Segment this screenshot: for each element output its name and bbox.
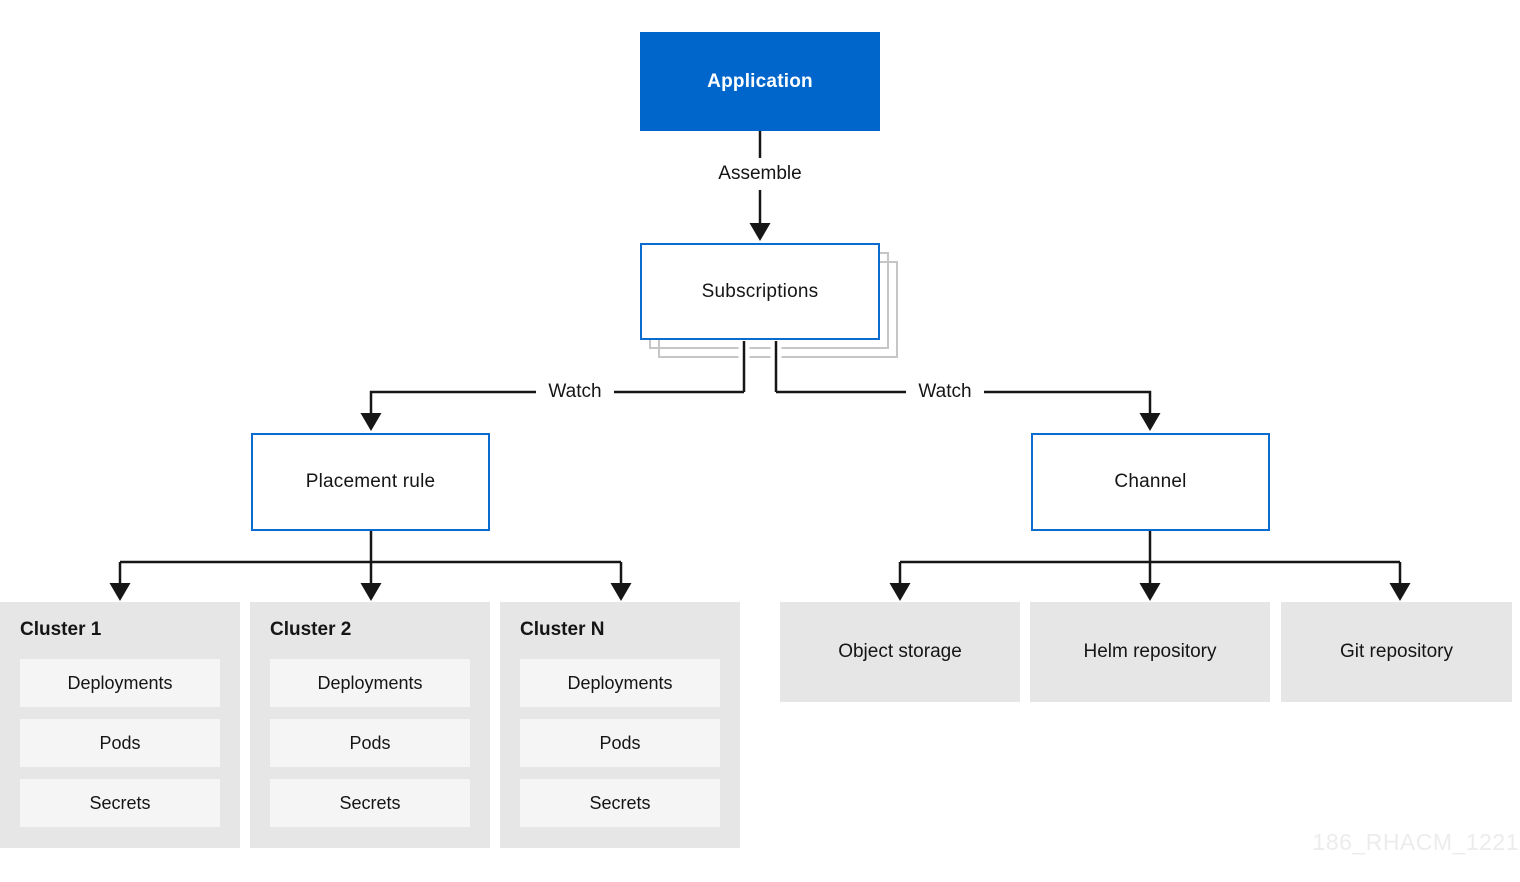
arrowhead-cluster-1 xyxy=(109,583,131,601)
subscriptions-node: Subscriptions xyxy=(640,243,880,340)
placement-rule-node-label: Placement rule xyxy=(305,471,436,492)
cluster-n-pods: Pods xyxy=(520,719,720,767)
edge-mask xyxy=(738,341,782,392)
object-storage-label: Object storage xyxy=(838,641,962,662)
arrowhead-subscriptions xyxy=(749,223,771,241)
watch-right-edge-label: Watch xyxy=(916,381,974,403)
edge-subscriptions-drops xyxy=(742,341,778,392)
helm-repository-node: Helm repository xyxy=(1030,602,1270,702)
application-node-label: Application xyxy=(707,70,813,92)
arrowhead-cluster-2 xyxy=(360,583,382,601)
cluster-1-secrets: Secrets xyxy=(20,779,220,827)
cluster-2-secrets: Secrets xyxy=(270,779,470,827)
cluster-n-card: Cluster N Deployments Pods Secrets xyxy=(500,602,740,848)
edge-watch-right-b xyxy=(984,390,1152,413)
cluster-n-title: Cluster N xyxy=(520,619,605,640)
object-storage-node: Object storage xyxy=(780,602,1020,702)
assemble-edge-label: Assemble xyxy=(716,163,804,185)
cluster-1-deployments: Deployments xyxy=(20,659,220,707)
cluster-1-pods: Pods xyxy=(20,719,220,767)
arrowhead-cluster-n xyxy=(610,583,632,601)
cluster-n-deployments: Deployments xyxy=(520,659,720,707)
arrowhead-placement-rule xyxy=(360,413,382,431)
edge-placement-drops xyxy=(118,562,623,583)
channel-node: Channel xyxy=(1031,433,1270,531)
watch-left-edge-label: Watch xyxy=(546,381,604,403)
arrowhead-channel xyxy=(1139,413,1161,431)
arrowhead-helm-repository xyxy=(1139,583,1161,601)
channel-node-label: Channel xyxy=(1114,471,1187,492)
edge-watch-left-b xyxy=(369,390,536,413)
helm-repository-label: Helm repository xyxy=(1083,641,1217,662)
cluster-1-title: Cluster 1 xyxy=(20,619,102,640)
placement-rule-node: Placement rule xyxy=(251,433,490,531)
application-node: Application xyxy=(640,32,880,131)
figure-watermark: 186_RHACM_1221 xyxy=(1312,829,1519,855)
edge-channel-drops xyxy=(898,562,1402,583)
cluster-2-deployments: Deployments xyxy=(270,659,470,707)
subscriptions-node-label: Subscriptions xyxy=(701,280,819,302)
cluster-2-title: Cluster 2 xyxy=(270,619,352,640)
cluster-1-card: Cluster 1 Deployments Pods Secrets xyxy=(0,602,240,848)
cluster-n-secrets: Secrets xyxy=(520,779,720,827)
arrowhead-git-repository xyxy=(1389,583,1411,601)
git-repository-node: Git repository xyxy=(1281,602,1512,702)
cluster-2-card: Cluster 2 Deployments Pods Secrets xyxy=(250,602,490,848)
cluster-2-pods: Pods xyxy=(270,719,470,767)
git-repository-label: Git repository xyxy=(1340,641,1453,662)
arrowhead-object-storage xyxy=(889,583,911,601)
